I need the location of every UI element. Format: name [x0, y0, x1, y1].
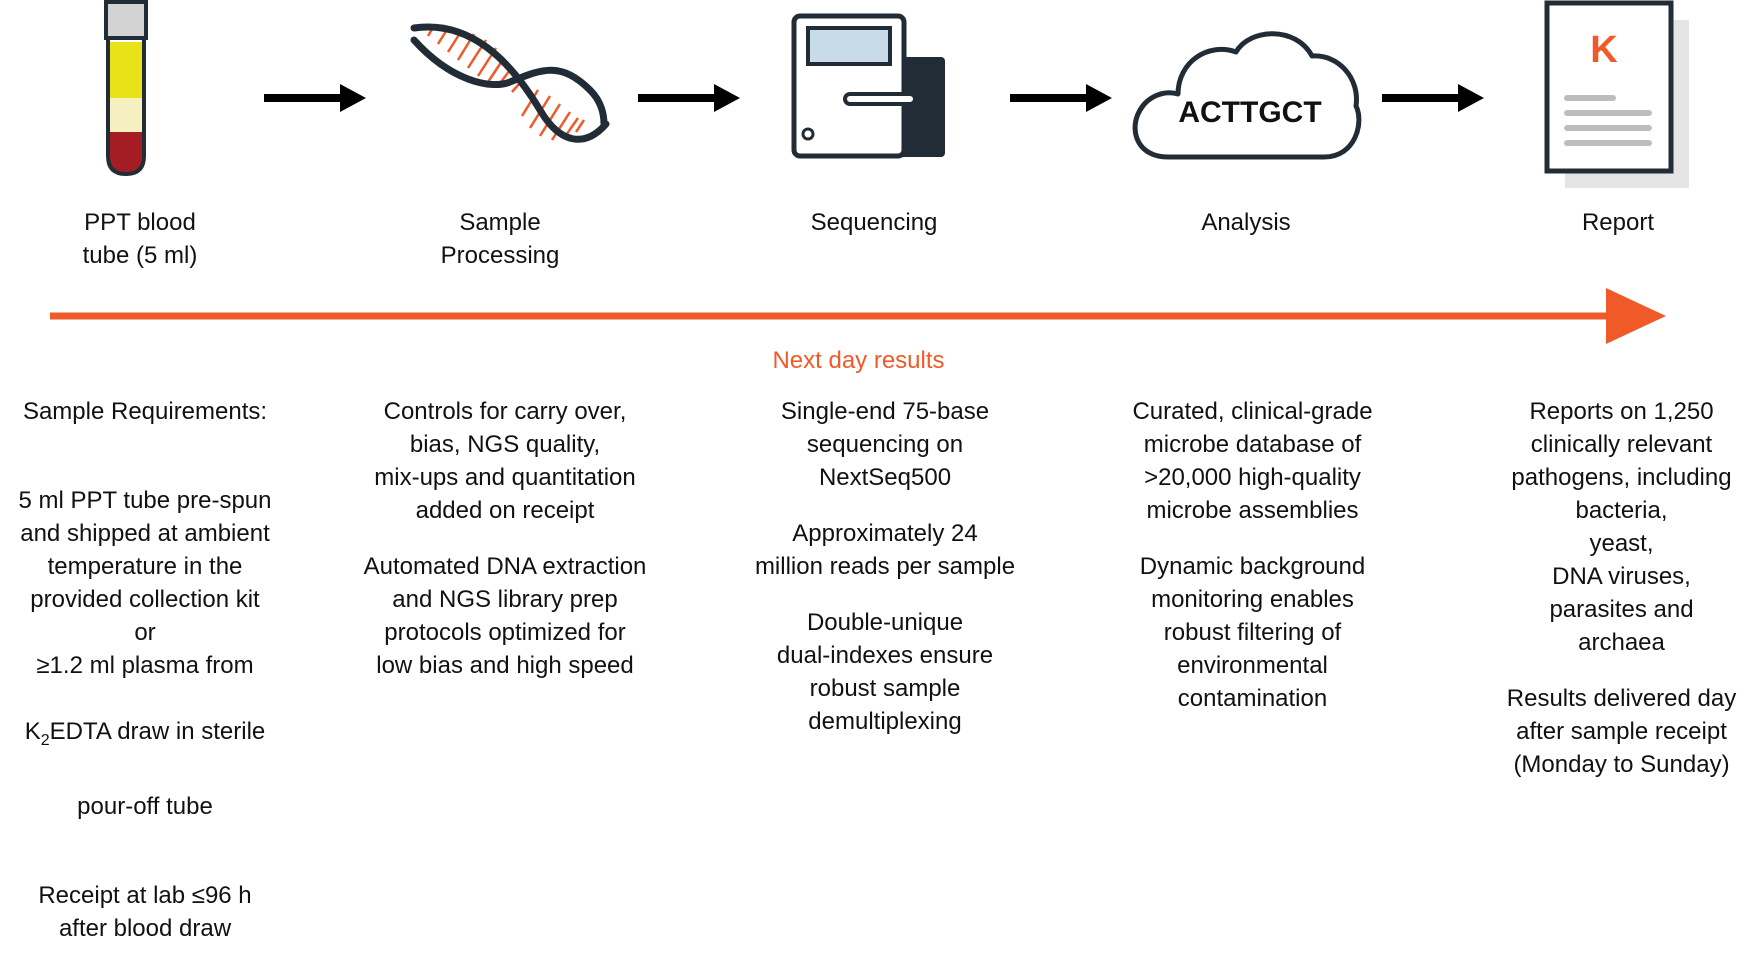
timeline-arrow [50, 288, 1666, 344]
arrow-2 [638, 84, 740, 112]
report-text-2: Results delivered day after sample recei… [1506, 685, 1737, 778]
sequencing-text-2: Approximately 24 million reads per sampl… [754, 520, 1016, 580]
step-label-sequencing: Sequencing [810, 209, 938, 236]
sequencing-text-1: Single-end 75-base sequencing on NextSeq… [780, 398, 990, 491]
report-icon: K [1544, 0, 1689, 188]
cloud-icon: ACTTGCT [1132, 31, 1362, 160]
arrow-4 [1382, 84, 1484, 112]
arrow-1 [264, 84, 366, 112]
cloud-sequence-text: ACTTGCT [1178, 96, 1321, 129]
column-sequencing: Single-end 75-base sequencing on NextSeq… [700, 395, 1070, 761]
pour-off-text: pour-off tube [77, 792, 213, 820]
sample-requirements-text: 5 ml PPT tube pre-spun and shipped at am… [18, 487, 272, 679]
column-analysis: Curated, clinical-grade microbe database… [1100, 395, 1405, 738]
column-processing: Controls for carry over, bias, NGS quali… [300, 395, 710, 705]
step-label-tube: PPT blood tube (5 ml) [82, 209, 198, 269]
sequencing-text-3: Double-unique dual-indexes ensure robust… [776, 609, 994, 735]
analysis-text-1: Curated, clinical-grade microbe database… [1132, 398, 1373, 524]
receipt-text: Receipt at lab ≤96 h after blood draw [38, 881, 252, 942]
column-sample-requirements: Sample Requirements: 5 ml PPT tube pre-s… [0, 395, 290, 968]
dna-icon [410, 23, 610, 143]
analysis-text-2: Dynamic background monitoring enables ro… [1139, 553, 1366, 712]
processing-text-1: Controls for carry over, bias, NGS quali… [374, 398, 636, 524]
arrow-3 [1010, 84, 1112, 112]
sequencer-icon [791, 13, 945, 159]
sample-requirements-title: Sample Requirements: [22, 398, 268, 425]
step-label-processing: Sample Processing [440, 209, 560, 269]
report-text-1: Reports on 1,250 clinically relevant pat… [1511, 398, 1732, 656]
k2edta-line: K2EDTA draw in sterile [24, 718, 266, 749]
timeline-label: Next day results [772, 347, 945, 374]
step-label-analysis: Analysis [1201, 209, 1291, 236]
step-label-report: Report [1581, 209, 1655, 236]
column-report: Reports on 1,250 clinically relevant pat… [1494, 395, 1749, 804]
blood-tube-icon [104, 0, 148, 177]
report-logo: K [1590, 29, 1618, 71]
processing-text-2: Automated DNA extraction and NGS library… [363, 553, 647, 679]
